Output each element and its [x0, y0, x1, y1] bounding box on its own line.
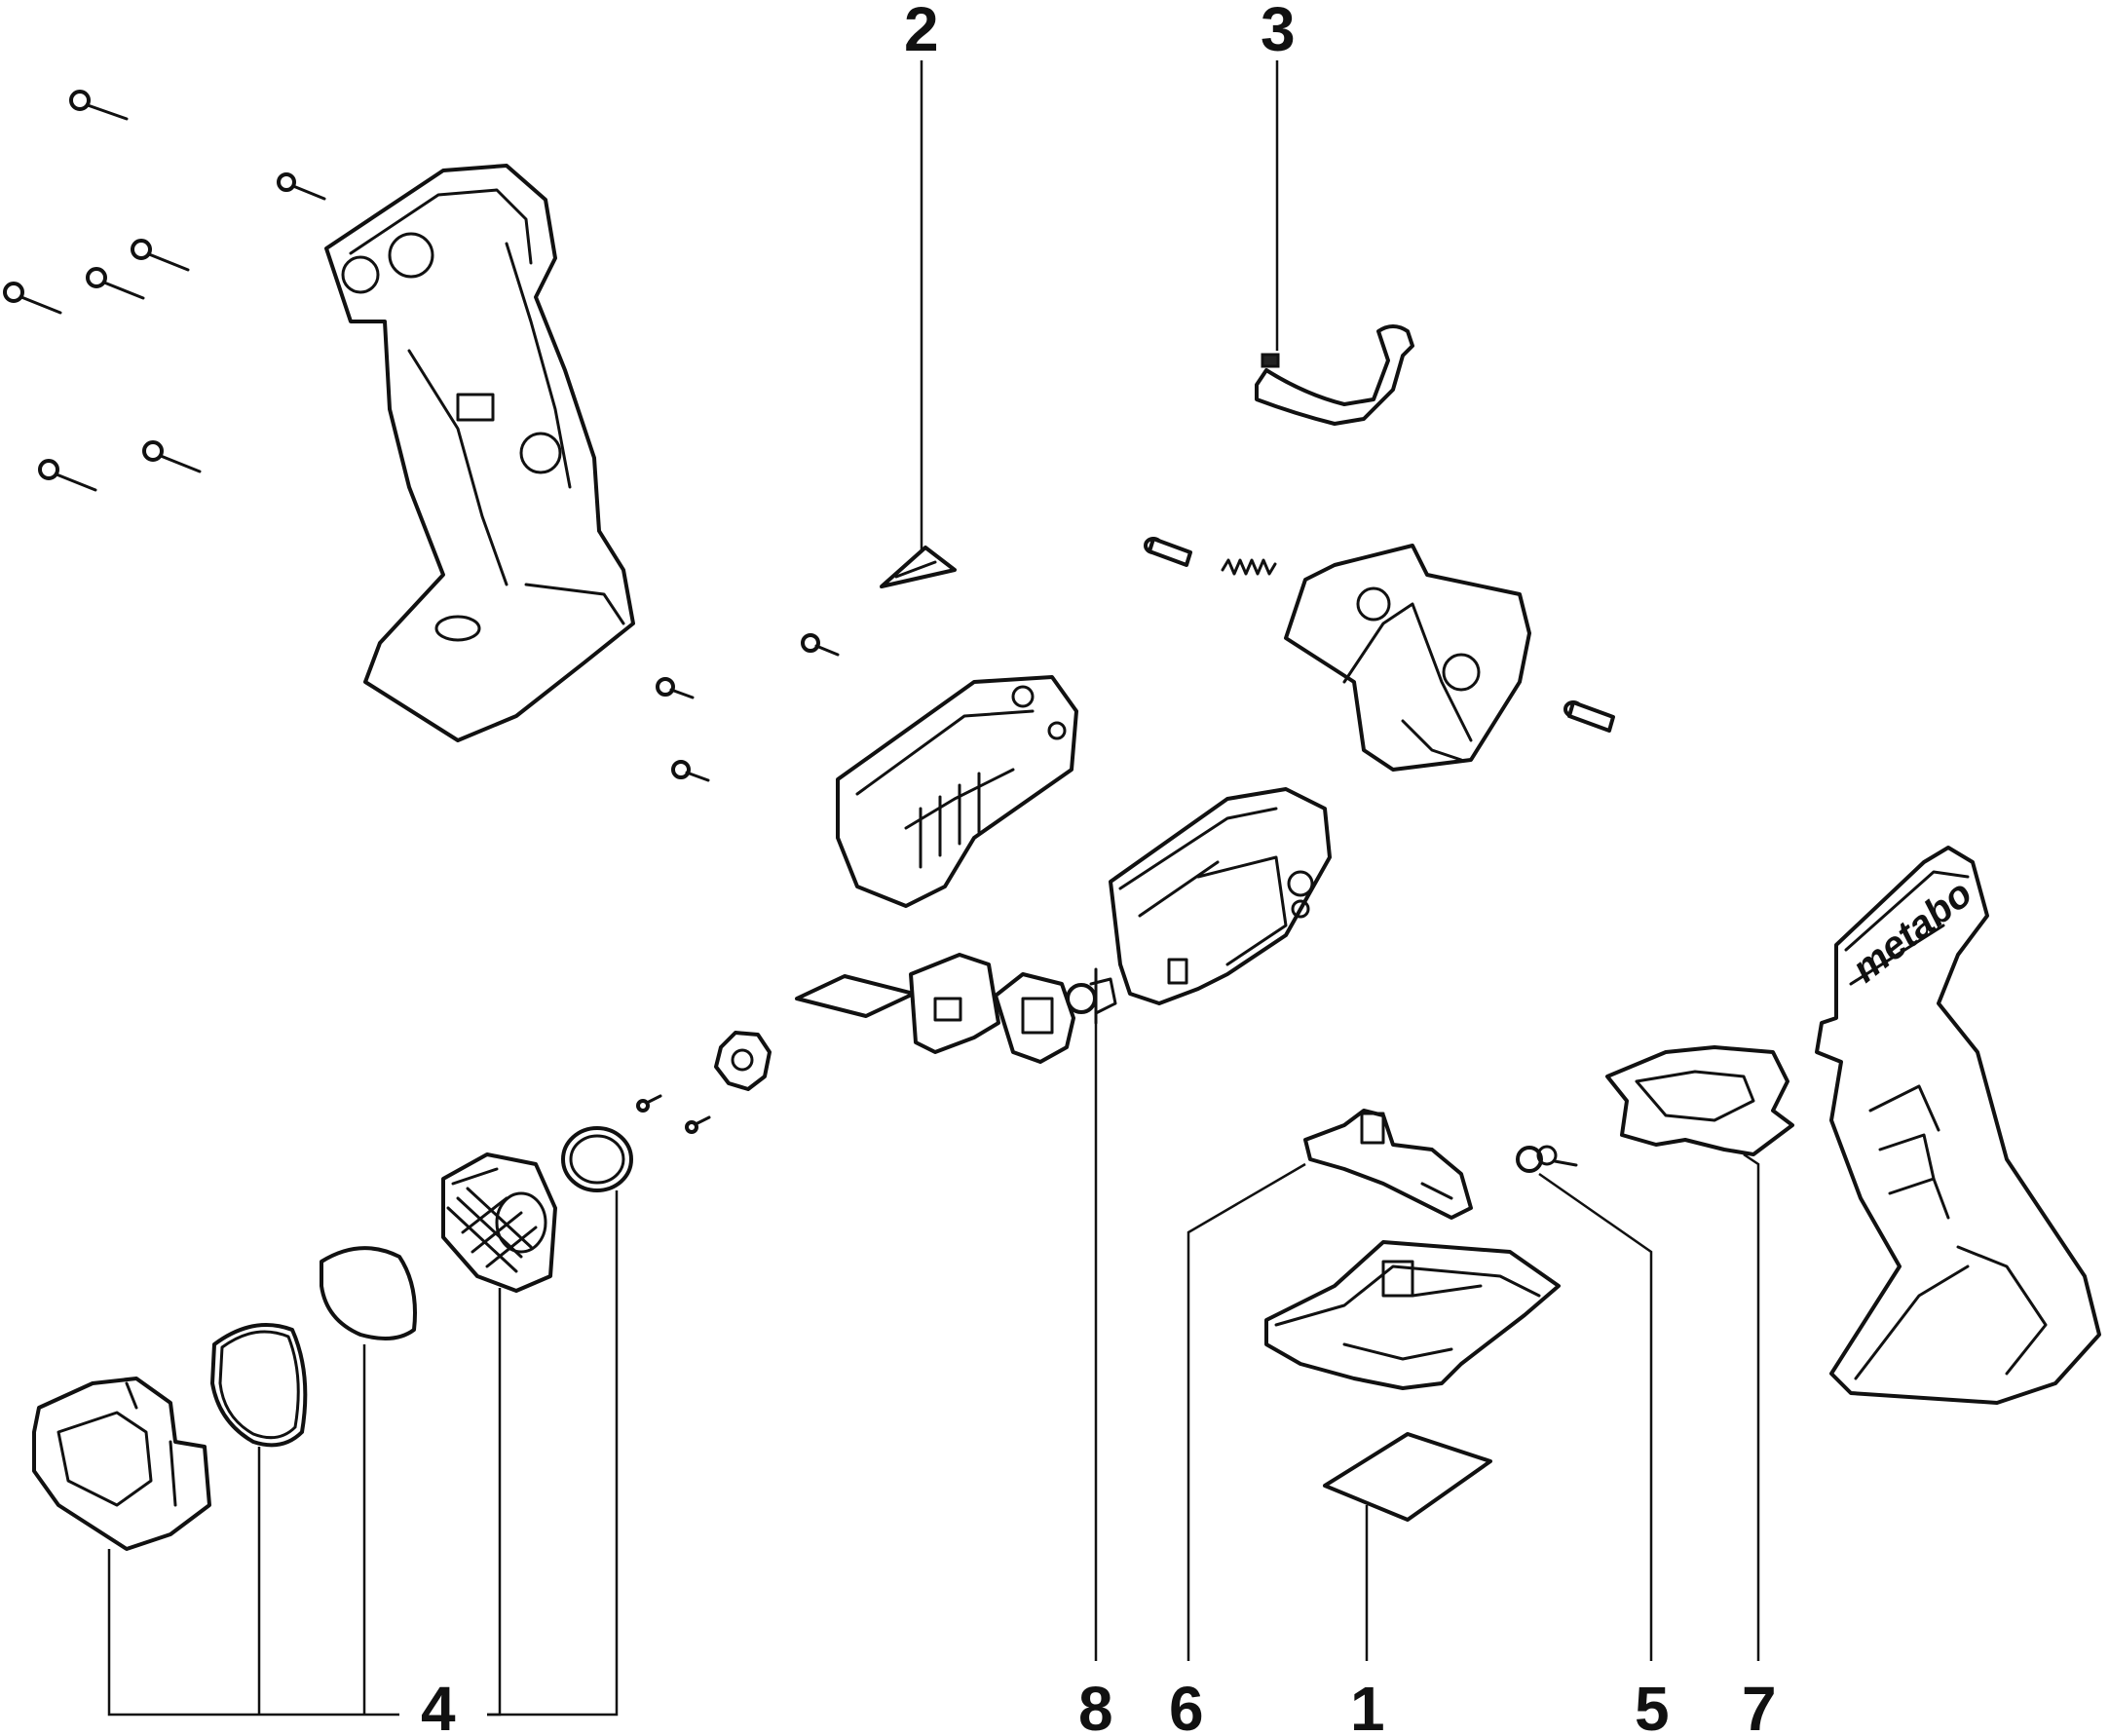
callout-7-label: 7 [1742, 1674, 1777, 1736]
ring-part [561, 1126, 633, 1192]
mesh-guard-part [441, 1152, 557, 1293]
screw [656, 677, 695, 699]
pin [1144, 537, 1192, 567]
seal-ring-part [210, 1323, 308, 1448]
gear-housing-cover [1284, 544, 1531, 772]
callout-4-label: 4 [421, 1674, 456, 1736]
pin [1563, 700, 1615, 733]
light-cover [909, 953, 1000, 1054]
pins-and-spring [1144, 537, 1615, 733]
callout-3-label: 3 [1261, 0, 1296, 64]
switch-carrier-part [1186, 1109, 1473, 1661]
rating-label-part [1323, 1432, 1492, 1661]
screw [277, 172, 326, 201]
spring [1221, 558, 1277, 576]
spring-clip-part [1516, 1145, 1653, 1661]
right-housing-shell: metabo [1815, 846, 2101, 1405]
connector-part [1066, 967, 1117, 1661]
left-housing-shell [324, 164, 635, 742]
callout-4-leaders [107, 1190, 619, 1717]
wire-bracket-part [1255, 60, 1414, 426]
screw [131, 239, 190, 272]
callout-5-label: 5 [1635, 1674, 1670, 1736]
screw [636, 1094, 662, 1113]
small-screws [636, 1094, 711, 1134]
screw [86, 267, 145, 300]
screw [69, 90, 129, 121]
front-collar-part [32, 1377, 211, 1551]
callout-1-label: 1 [1350, 1674, 1385, 1736]
callout-8-label: 8 [1078, 1674, 1113, 1736]
clamp-frame-part [1605, 1045, 1794, 1661]
screw [801, 633, 840, 657]
housing-screws [3, 90, 326, 492]
callout-labels: 2 3 4 8 6 1 5 7 [421, 0, 1777, 1736]
switch-cover [1109, 787, 1332, 1005]
motor-housing-screws [656, 633, 840, 782]
screw [685, 1115, 711, 1134]
led-holder [714, 1031, 772, 1091]
screw [671, 760, 710, 782]
switch-frame [994, 972, 1075, 1064]
label-plate-small [795, 974, 916, 1018]
battery-adapter-plate [1264, 1240, 1561, 1390]
warning-label-part [880, 60, 957, 588]
screw [3, 282, 62, 315]
callout-6-label: 6 [1169, 1674, 1204, 1736]
screw [142, 440, 202, 473]
callout-2-label: 2 [904, 0, 939, 64]
screw [38, 459, 97, 492]
lens-part [320, 1246, 417, 1340]
motor-housing [836, 675, 1078, 908]
